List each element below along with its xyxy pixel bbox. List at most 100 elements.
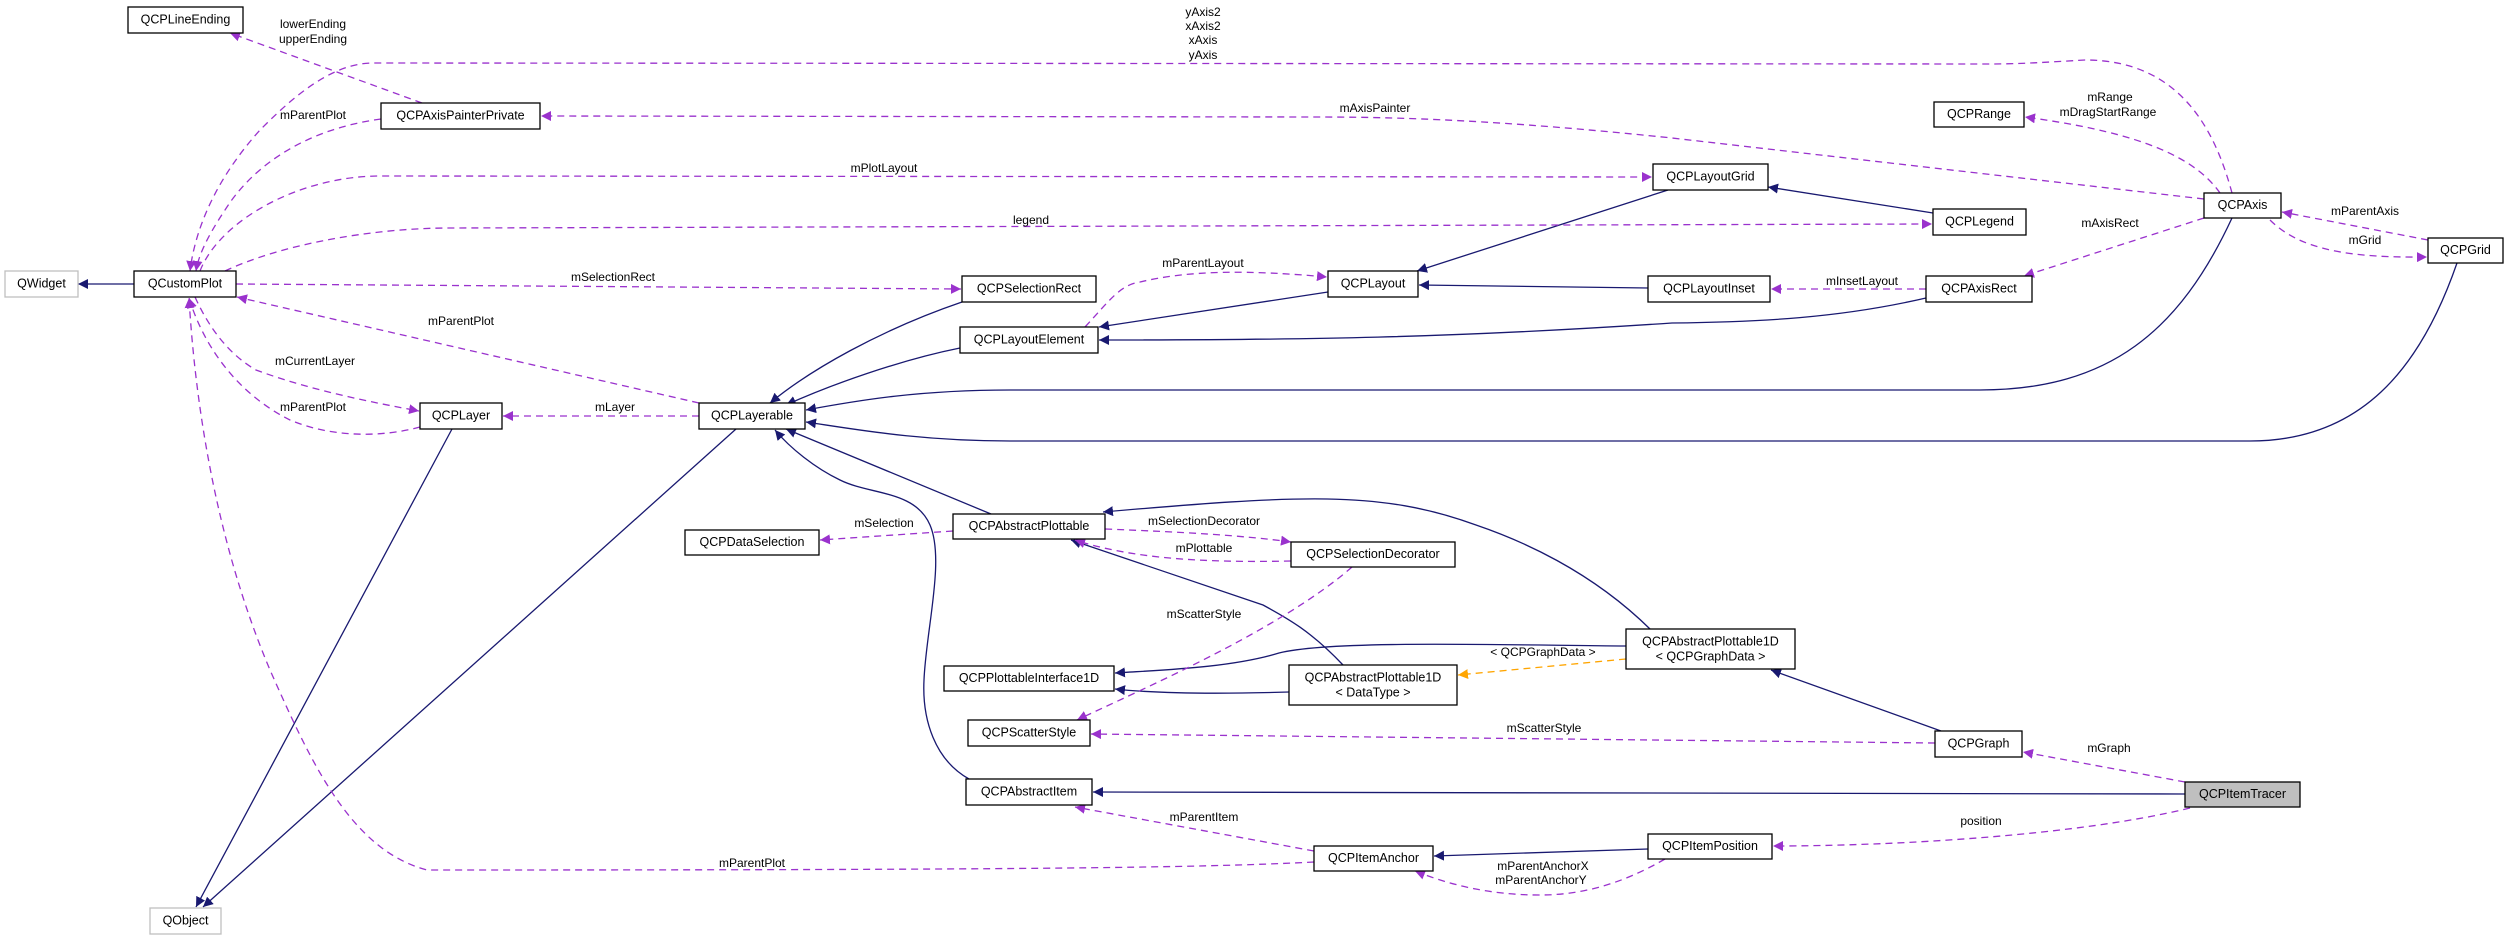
node-qcplayerable[interactable]: QCPLayerable (698, 402, 806, 430)
label-xaxis2: xAxis2 (1185, 19, 1221, 33)
label-axis-rect: mAxisRect (2081, 216, 2139, 230)
node-qcpabstractplottable1d-graphdata[interactable]: QCPAbstractPlottable1D< QCPGraphData > (1625, 628, 1796, 670)
label-graph-scatter-style: mScatterStyle (1507, 721, 1582, 735)
edge-template-instantiation (1457, 658, 1627, 680)
node-qwidget[interactable]: QWidget (4, 270, 79, 298)
node-label: QCPItemTracer (2199, 787, 2286, 801)
label-selection-rect: mSelectionRect (571, 270, 656, 284)
label-yaxis: yAxis (1189, 48, 1218, 62)
label-inset-layout: mInsetLayout (1826, 274, 1899, 288)
edge-qcpaxis-qcplayerable (805, 217, 2233, 414)
node-label: QObject (163, 913, 209, 927)
node-label: QCPAbstractItem (981, 784, 1077, 798)
edge-selection-decorator (1104, 528, 1292, 546)
label-grid: mGrid (2349, 233, 2382, 247)
node-qcpselectionrect[interactable]: QCPSelectionRect (961, 275, 1097, 303)
edge-graphdata1d-qcpabstractplottable (1102, 498, 1651, 630)
node-qcpitemanchor[interactable]: QCPItemAnchor (1313, 845, 1434, 872)
node-label: QCPSelectionRect (977, 281, 1082, 295)
node-label: QCustomPlot (148, 276, 223, 290)
node-qcpitemposition[interactable]: QCPItemPosition (1647, 833, 1773, 860)
node-qcplayoutgrid[interactable]: QCPLayoutGrid (1652, 163, 1769, 191)
node-qcpaxisrect[interactable]: QCPAxisRect (1925, 275, 2033, 303)
node-qcpplottableinterface1d[interactable]: QCPPlottableInterface1D (943, 665, 1115, 692)
node-label: QCPAbstractPlottable (969, 519, 1090, 533)
edge-labels: lowerEnding upperEnding mParentPlot yAxi… (275, 5, 2399, 887)
edge-axes (186, 59, 2233, 272)
edge-plot-layout (199, 171, 1653, 272)
edge-graphdata1d-plottableinterface1d (1114, 643, 1627, 678)
label-selection-decorator: mSelectionDecorator (1148, 514, 1260, 528)
node-qcustomplot[interactable]: QCustomPlot (133, 270, 237, 298)
edge-grid (2269, 219, 2428, 263)
edge-qcpaxisrect-qcplayoutelement (1098, 297, 1927, 345)
label-anchor-parent-plot: mParentPlot (719, 856, 786, 870)
edge-parent-item (1074, 803, 1315, 852)
edge-graph (2022, 748, 2186, 783)
node-qcpaxis[interactable]: QCPAxis (2203, 192, 2282, 219)
node-qcpabstractplottable1d-datatype[interactable]: QCPAbstractPlottable1D< DataType > (1288, 664, 1458, 706)
node-label-line1: QCPAbstractPlottable1D (1642, 634, 1779, 648)
node-label: QCPLineEnding (141, 12, 231, 26)
node-label: QCPAxisRect (1941, 281, 2017, 295)
node-qcplayer[interactable]: QCPLayer (419, 402, 503, 430)
node-label: QCPLayer (432, 408, 490, 422)
node-label: QCPScatterStyle (982, 725, 1077, 739)
label-parent-anchor-y: mParentAnchorY (1495, 873, 1586, 887)
node-qcplayoutelement[interactable]: QCPLayoutElement (959, 326, 1099, 354)
node-qcpscatterstyle[interactable]: QCPScatterStyle (967, 719, 1091, 747)
edge-painter-parent-plot (192, 118, 382, 272)
label-position: position (1960, 814, 2001, 828)
edge-plottable (1074, 538, 1292, 563)
node-label: QCPDataSelection (700, 535, 805, 549)
node-qcplineending[interactable]: QCPLineEnding (127, 6, 244, 34)
label-upper-ending: upperEnding (279, 32, 347, 46)
label-selection: mSelection (854, 516, 913, 530)
edge-datatype1d-plottableinterface1d (1114, 685, 1290, 696)
label-current-layer: mCurrentLayer (275, 354, 355, 368)
label-layerable-parent-plot: mParentPlot (428, 314, 495, 328)
label-graph: mGraph (2087, 741, 2130, 755)
label-plot-layout: mPlotLayout (851, 161, 918, 175)
node-qcpabstractplottable[interactable]: QCPAbstractPlottable (952, 513, 1106, 540)
node-label: QCPLayout (1341, 276, 1406, 290)
label-parent-axis: mParentAxis (2331, 204, 2399, 218)
edge-current-layer (194, 296, 420, 415)
node-label-line2: < QCPGraphData > (1656, 649, 1766, 663)
node-qcplegend[interactable]: QCPLegend (1932, 208, 2027, 236)
node-label-line2: < DataType > (1335, 685, 1410, 699)
node-qcpgrid[interactable]: QCPGrid (2427, 237, 2504, 264)
label-xaxis: xAxis (1189, 33, 1218, 47)
edge-qcplayoutinset-qcplayout (1418, 280, 1649, 291)
edge-selection-rect (235, 283, 962, 294)
node-qcpgraph[interactable]: QCPGraph (1934, 730, 2023, 758)
label-range: mRange (2087, 90, 2133, 104)
label-yaxis2: yAxis2 (1185, 5, 1221, 19)
node-label: QCPGraph (1948, 736, 2010, 750)
edge-qcpselectionrect-qcplayerable (769, 301, 963, 404)
label-painter-parent-plot: mParentPlot (280, 108, 347, 122)
node-qcplayoutinset[interactable]: QCPLayoutInset (1647, 275, 1771, 303)
edge-anchor-parent-plot (184, 297, 1315, 871)
node-qcpaxispainterprivate[interactable]: QCPAxisPainterPrivate (380, 102, 541, 130)
node-label: QWidget (17, 276, 66, 290)
node-qobject[interactable]: QObject (149, 907, 222, 935)
node-qcpitemtracer[interactable]: QCPItemTracer (2184, 781, 2301, 808)
edge-qcpitemtracer-qcpabstractitem (1092, 787, 2186, 798)
edge-qcpabstractitem-qcplayerable (774, 429, 970, 780)
edge-qcplayerable-qobject (202, 428, 737, 908)
nodes: QCPLineEnding QCPAxisPainterPrivate QWid… (4, 6, 2504, 935)
node-qcpdataselection[interactable]: QCPDataSelection (684, 529, 820, 556)
node-qcprange[interactable]: QCPRange (1933, 101, 2025, 128)
node-qcpselectiondecorator[interactable]: QCPSelectionDecorator (1290, 541, 1456, 568)
edge-axis-painter (540, 111, 2205, 200)
node-qcpabstractitem[interactable]: QCPAbstractItem (965, 778, 1093, 806)
node-label: QCPLayoutElement (974, 332, 1085, 346)
label-template-arg: < QCPGraphData > (1490, 645, 1595, 659)
node-qcplayout[interactable]: QCPLayout (1327, 270, 1419, 298)
edge-position (1772, 807, 2191, 851)
edge-qcplegend-qcplayoutgrid (1767, 183, 1934, 214)
edge-qcplayoutgrid-qcplayout (1416, 189, 1669, 273)
label-plottable: mPlottable (1176, 541, 1233, 555)
